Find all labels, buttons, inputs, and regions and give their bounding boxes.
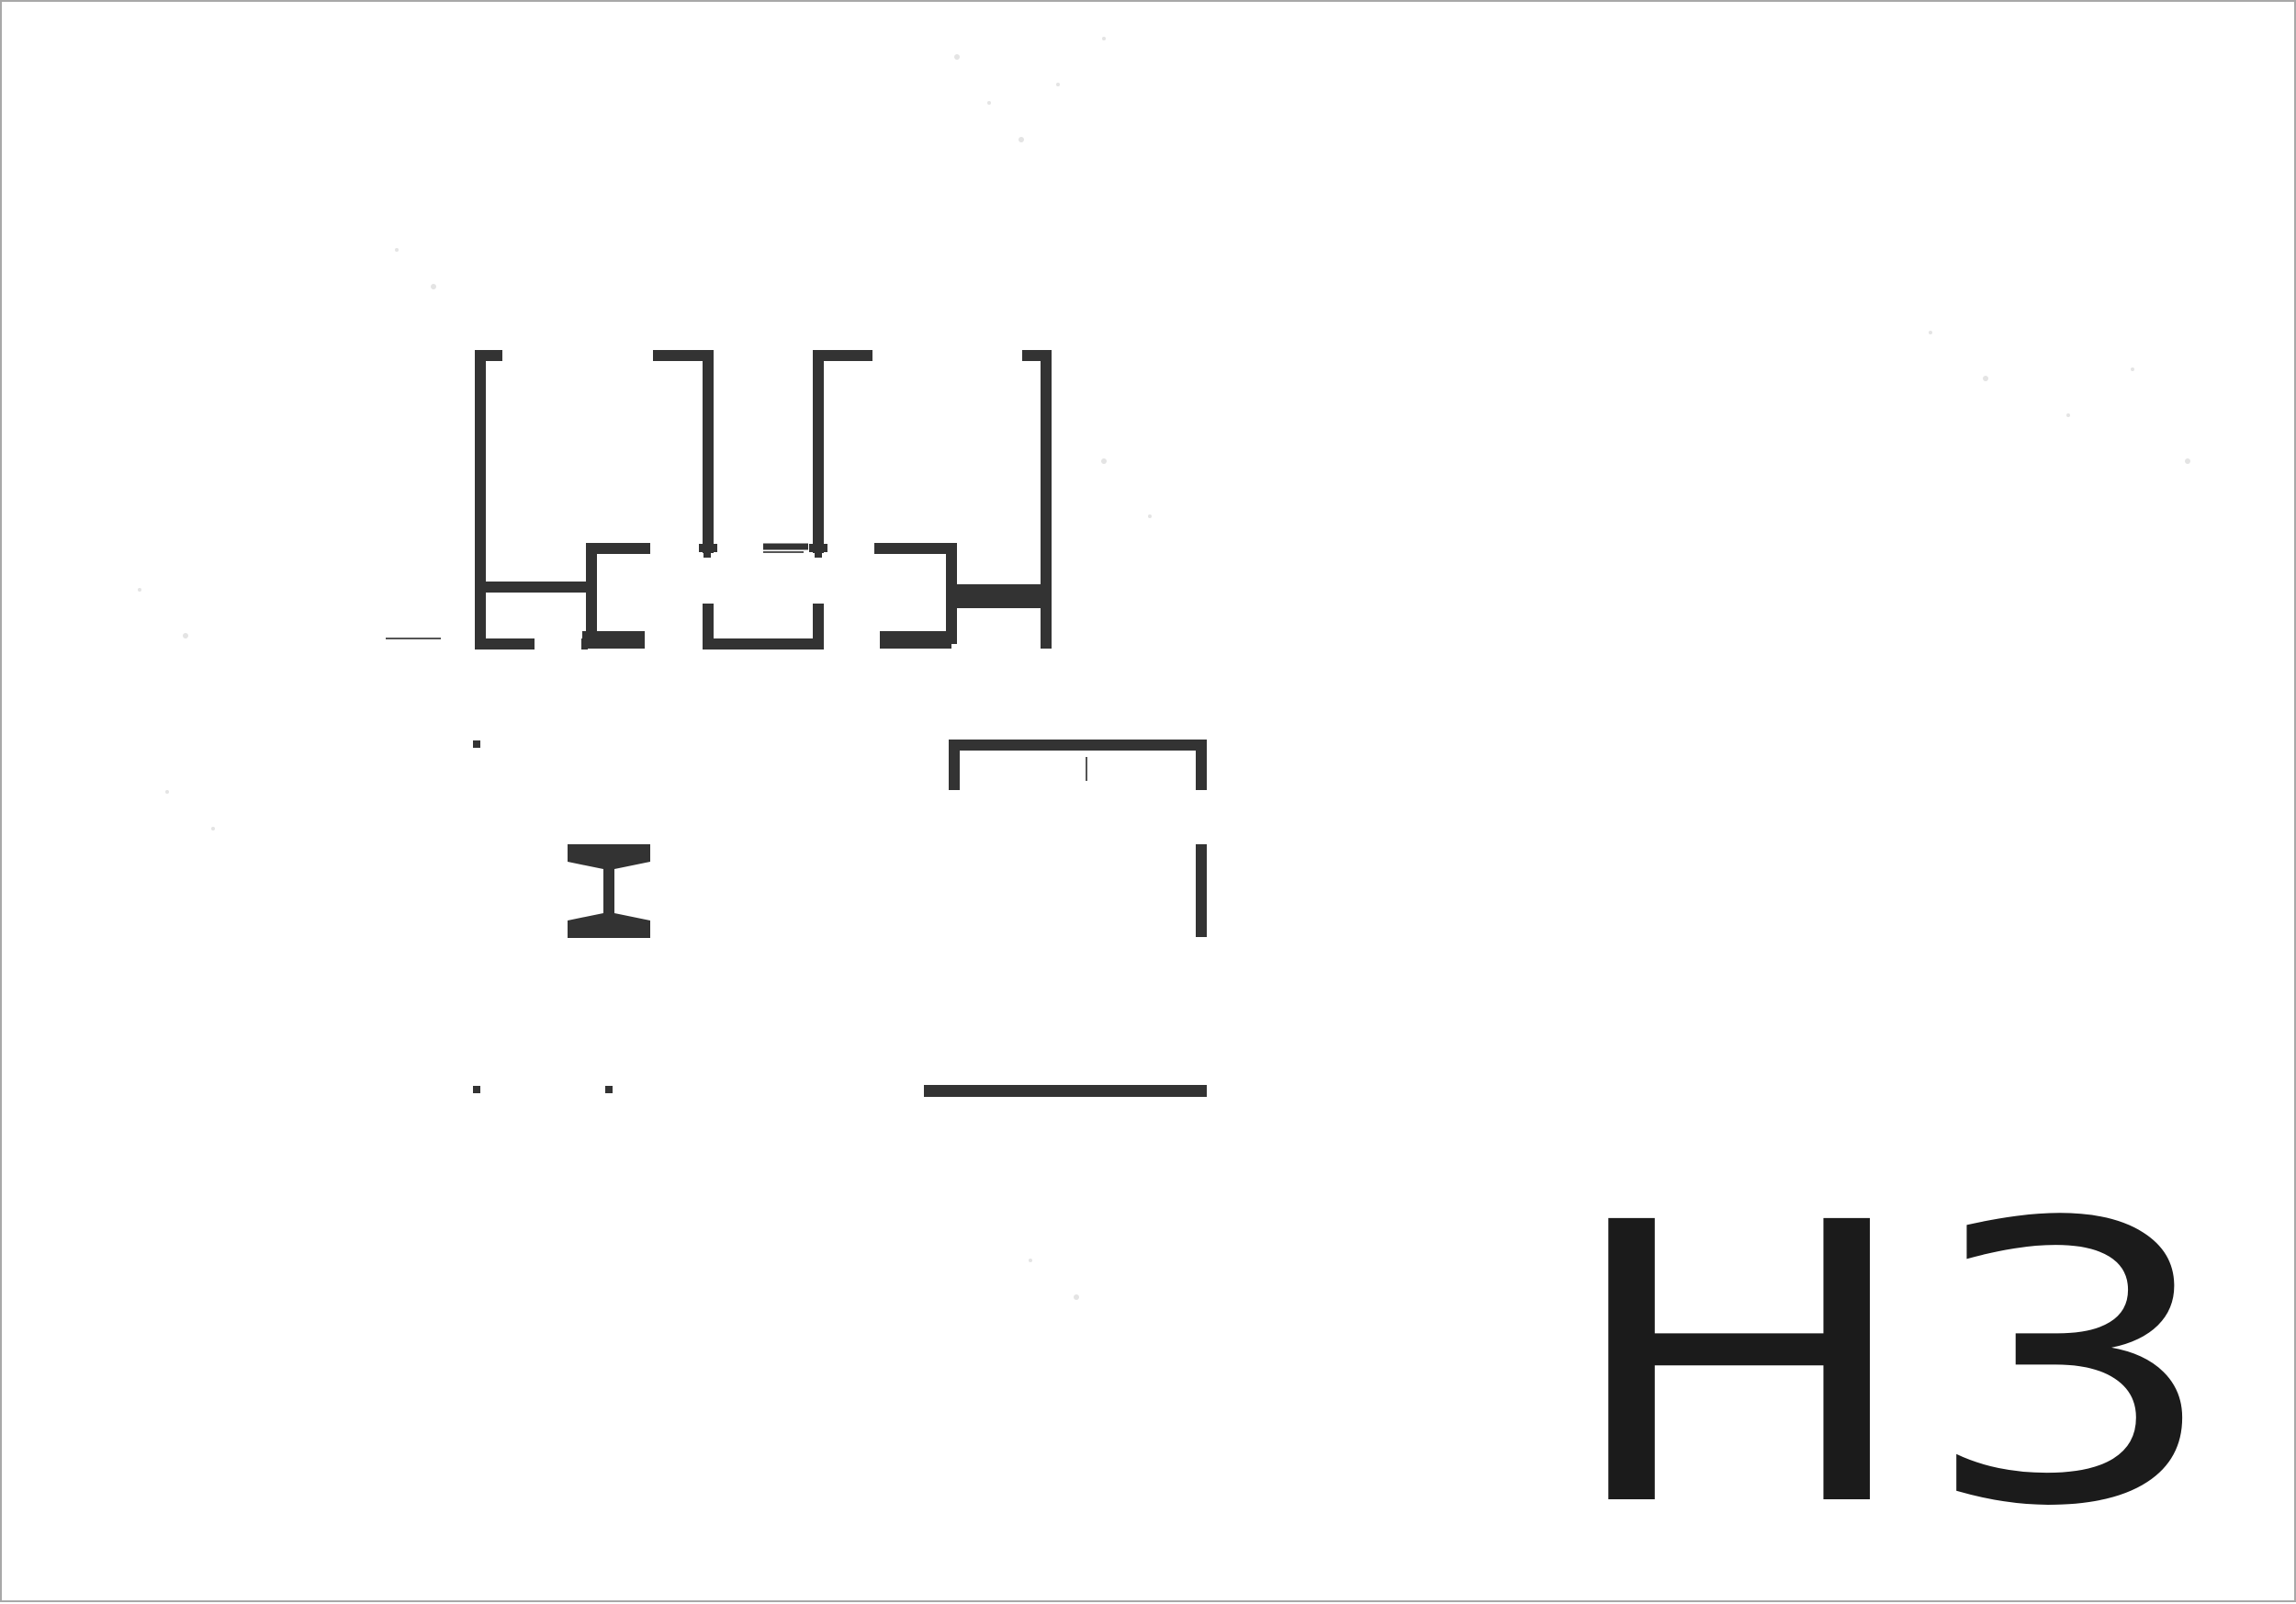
wall-left-room-step [586,543,650,644]
wall-lower-bottom [924,1085,1207,1097]
sheet-label: H3 [1561,1142,2224,1591]
wall-right-room [1022,350,1052,649]
wall-middle-left-stub-b [703,552,711,558]
wall-middle-right [813,350,872,553]
scan-noise [138,37,2190,1300]
wall-right-room-step [874,543,957,644]
upper-rooms [386,350,1052,650]
column-marker-top [473,740,480,748]
wall-block-right [880,631,951,649]
wall-thick-right [951,584,1046,608]
wall-lower-right-room [949,740,1207,790]
wall-block-left [582,631,645,649]
wall-centre-room [703,604,824,650]
wall-left-room [475,350,535,650]
wall-middle-right-stub [809,544,827,552]
i-beam-column [568,844,650,938]
wall-middle-left-stub [699,544,717,552]
lower-section [473,740,1207,1097]
wall-middle-right-stub-b [815,552,822,558]
column-marker-bottom-mid [605,1086,613,1093]
column-marker-bottom-left [473,1086,480,1093]
wall-middle-left [653,350,714,553]
